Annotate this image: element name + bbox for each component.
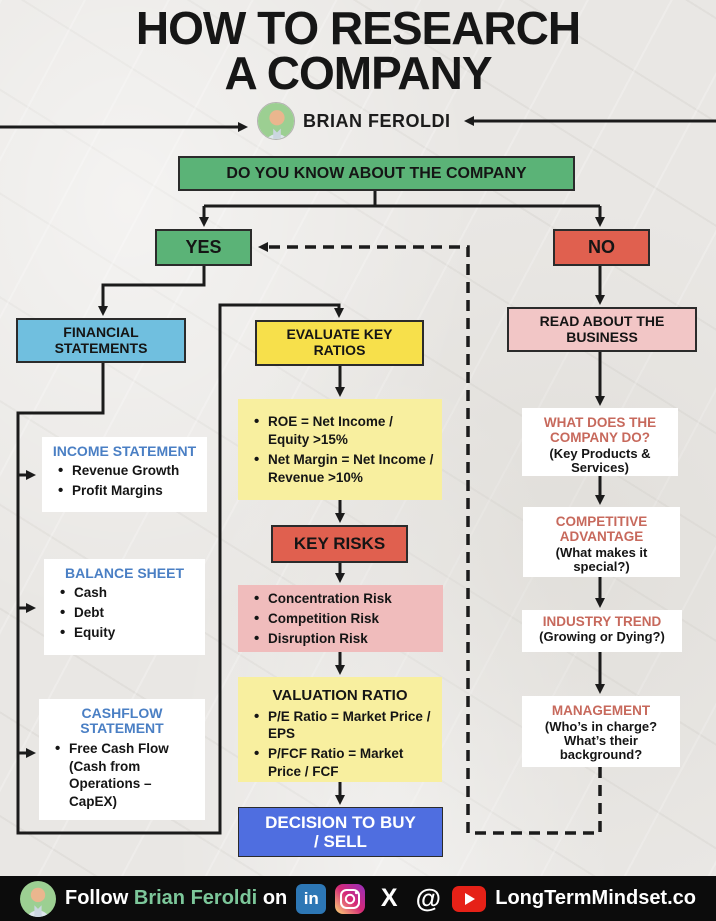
page-title-line1: HOW TO RESEARCH	[135, 2, 581, 54]
list-item: Disruption Risk	[254, 629, 392, 649]
no-box: NO	[553, 229, 650, 266]
read-about-business-box: READ ABOUT THE BUSINESS	[507, 307, 697, 352]
financial-statements-box: FINANCIAL STATEMENTS	[16, 318, 186, 363]
evaluate-key-ratios-box: EVALUATE KEY RATIOS	[255, 320, 424, 366]
key-risks-label: KEY RISKS	[293, 534, 386, 554]
key-risks-box: KEY RISKS	[271, 525, 408, 563]
management-subtitle: (Who’s in charge? What’s their backgroun…	[544, 718, 658, 763]
list-item: P/FCF Ratio = Market Price / FCF	[254, 744, 434, 781]
valuation-ratio-title: VALUATION RATIO	[272, 687, 408, 704]
list-item: P/E Ratio = Market Price / EPS	[254, 707, 434, 744]
competitive-advantage-subtitle: (What makes it special?)	[555, 544, 648, 574]
competitive-advantage-title: COMPETITIVE ADVANTAGE	[555, 514, 648, 544]
read-about-business-label: READ ABOUT THE BUSINESS	[539, 312, 665, 345]
yes-box: YES	[155, 229, 252, 266]
income-statement-title: INCOME STATEMENT	[52, 443, 197, 459]
evaluate-key-ratios-label: EVALUATE KEY RATIOS	[286, 326, 393, 358]
what-company-does-subtitle: (Key Products & Services)	[549, 445, 651, 475]
management-title: MANAGEMENT	[551, 703, 651, 718]
valuation-ratio-box: VALUATION RATIO P/E Ratio = Market Price…	[238, 677, 442, 782]
page-title-line2: A COMPANY	[224, 47, 493, 100]
financial-statements-label: FINANCIAL STATEMENTS	[54, 323, 148, 356]
person-avatar-icon	[258, 103, 294, 139]
income-statement-list: Revenue Growth Profit Margins	[50, 461, 199, 501]
industry-trend-box: INDUSTRY TREND (Growing or Dying?)	[522, 610, 682, 652]
footer-follow-text: Follow Brian Feroldi on	[65, 887, 287, 910]
cashflow-statement-list: Free Cash Flow (Cash from Operations – C…	[47, 739, 197, 811]
cashflow-statement-title: CASHFLOW STATEMENT	[80, 705, 164, 737]
decision-label: DECISION TO BUY / SELL	[265, 812, 416, 851]
footer-bar: Follow Brian Feroldi on in X @ LongTermM	[0, 876, 716, 921]
no-label: NO	[588, 237, 615, 258]
list-item: Cash	[60, 583, 197, 603]
income-statement-box: INCOME STATEMENT Revenue Growth Profit M…	[42, 437, 207, 512]
play-icon	[465, 892, 476, 905]
list-item: Concentration Risk	[254, 589, 392, 609]
page-title: HOW TO RESEARCH A COMPANY	[0, 2, 716, 100]
management-box: MANAGEMENT (Who’s in charge? What’s thei…	[522, 696, 680, 767]
what-company-does-title: WHAT DOES THE COMPANY DO?	[543, 415, 657, 445]
linkedin-icon[interactable]: in	[296, 883, 327, 914]
footer-follow-prefix: Follow	[65, 887, 129, 909]
flow-question-box: DO YOU KNOW ABOUT THE COMPANY	[178, 156, 575, 191]
list-item: ROE = Net Income / Equity >15%	[254, 412, 434, 449]
instagram-icon[interactable]	[335, 883, 366, 914]
yes-label: YES	[185, 237, 222, 258]
footer-site-link[interactable]: LongTermMindset.co	[495, 887, 696, 909]
footer-follow-suffix: on	[262, 887, 288, 909]
key-ratios-box: ROE = Net Income / Equity >15% Net Margi…	[238, 399, 442, 500]
author-avatar	[257, 102, 295, 140]
list-item: Debt	[60, 603, 197, 623]
person-avatar-icon	[20, 880, 56, 917]
author-name: BRIAN FEROLDI	[303, 111, 451, 131]
key-ratios-list: ROE = Net Income / Equity >15% Net Margi…	[246, 412, 434, 488]
flow-question-label: DO YOU KNOW ABOUT THE COMPANY	[226, 164, 527, 182]
what-company-does-box: WHAT DOES THE COMPANY DO? (Key Products …	[522, 408, 678, 476]
x-icon[interactable]: X	[380, 884, 398, 912]
cashflow-statement-box: CASHFLOW STATEMENT Free Cash Flow (Cash …	[39, 699, 205, 820]
industry-trend-subtitle: (Growing or Dying?)	[539, 628, 665, 644]
footer-author-name: Brian Feroldi	[133, 887, 258, 909]
list-item: Net Margin = Net Income / Revenue >10%	[254, 450, 434, 487]
risk-list-box: Concentration Risk Competition Risk Disr…	[238, 585, 443, 652]
valuation-ratio-list: P/E Ratio = Market Price / EPS P/FCF Rat…	[246, 707, 434, 781]
list-item: Profit Margins	[58, 481, 199, 501]
footer-avatar	[20, 880, 56, 917]
youtube-icon[interactable]	[452, 885, 487, 912]
balance-sheet-list: Cash Debt Equity	[52, 583, 197, 643]
list-item: Competition Risk	[254, 609, 392, 629]
balance-sheet-box: BALANCE SHEET Cash Debt Equity	[44, 559, 205, 655]
list-item: Revenue Growth	[58, 461, 199, 481]
threads-icon[interactable]: @	[415, 883, 441, 913]
list-item: Free Cash Flow (Cash from Operations – C…	[55, 739, 197, 811]
decision-box: DECISION TO BUY / SELL	[238, 807, 443, 857]
balance-sheet-title: BALANCE SHEET	[64, 565, 184, 581]
industry-trend-title: INDUSTRY TREND	[542, 614, 662, 629]
competitive-advantage-box: COMPETITIVE ADVANTAGE (What makes it spe…	[523, 507, 680, 577]
risk-list: Concentration Risk Competition Risk Disr…	[246, 589, 392, 649]
list-item: Equity	[60, 623, 197, 643]
